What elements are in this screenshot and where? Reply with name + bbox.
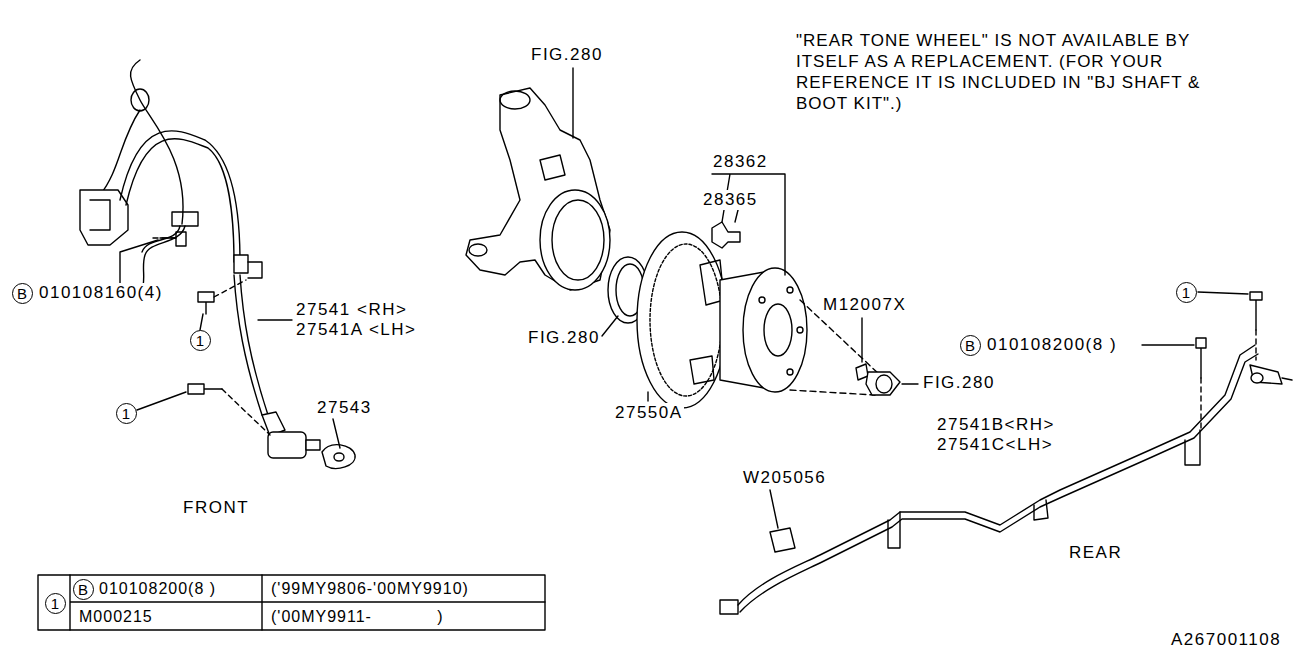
leader-lines [120,240,340,448]
callout-number: 1 [1182,285,1190,300]
callout-circle: 1 [1176,282,1197,303]
steering-knuckle [466,68,610,290]
note-text: "REAR TONE WHEEL" IS NOT AVAILABLE BY IT… [795,30,1252,114]
drawing-number: A267001108 [1170,630,1282,650]
callout-number: B [17,286,27,301]
part-number: 28365 [702,190,759,210]
callout-circle: 1 [45,593,66,614]
part-number: W205056 [742,468,827,488]
callout-circle: B [73,579,94,600]
bolt-part-number: 010108160(4) [38,283,164,303]
figure-reference: FIG.280 [530,45,604,65]
part-number: 28362 [712,152,769,172]
part-number: M12007X [822,295,907,315]
tone-wheel [637,232,727,408]
table-cell: ('00MY9911- ) [270,607,445,627]
callout-number: B [965,338,975,353]
table-cell: ('99MY9806-'00MY9910) [270,579,470,599]
callout-number: B [78,582,88,597]
part-number: 27550A [614,403,684,423]
part-number: 27541A <LH> [295,320,417,340]
section-caption: REAR [1068,543,1123,563]
callout-number: 1 [122,406,130,421]
figure-reference: FIG.280 [527,328,601,348]
figure-reference: FIG.280 [922,373,996,393]
rear-sensor-harness [720,292,1292,614]
table-cell: M000215 [78,607,154,627]
callout-circle: B [960,335,981,356]
part-number: 27541B<RH> [936,415,1056,435]
callout-circle: 1 [190,330,211,351]
bolt-part-number: 010108200(8 ) [986,335,1118,355]
front-sensor-harness [80,60,355,468]
part-number: 27543 [316,398,373,418]
table-cell: 010108200(8 ) [98,579,217,599]
part-number: 27541C<LH> [936,435,1054,455]
callout-number: 1 [196,333,204,348]
section-caption: FRONT [182,498,250,518]
callout-number: 1 [51,596,59,611]
callout-circle: B [12,283,33,304]
part-number: 27541 <RH> [295,300,408,320]
date-table [38,575,545,630]
callout-circle: 1 [116,403,137,424]
